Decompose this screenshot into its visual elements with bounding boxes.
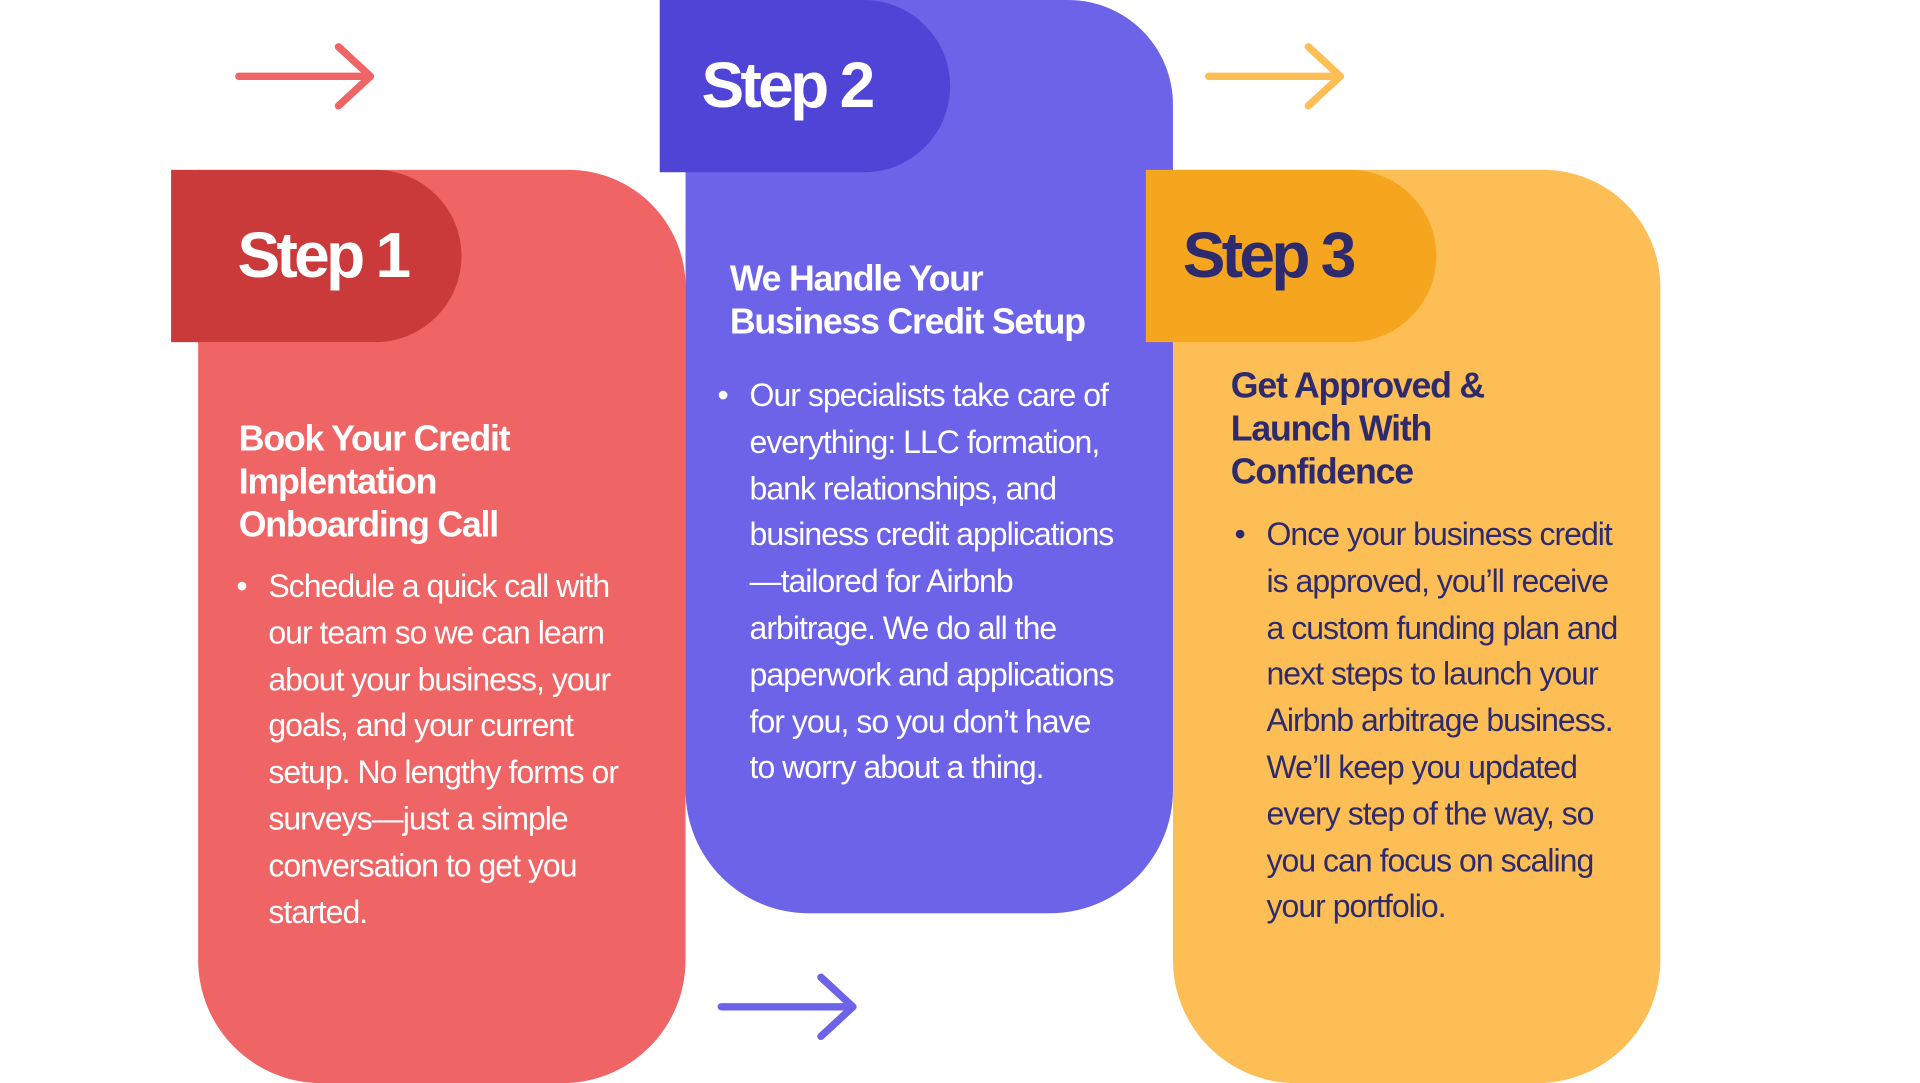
bullet: •: [236, 567, 247, 605]
step-2-body: • Our specialists take care of everything…: [718, 373, 1119, 792]
step-1-text: Schedule a quick call with our team so w…: [268, 567, 619, 930]
step-3-text: Once your business credit is approved, y…: [1266, 515, 1618, 925]
step-3-body: • Once your business credit is approved, …: [1234, 512, 1629, 931]
arrow-right-icon: [1204, 43, 1345, 110]
step-3-tab: Step 3: [1145, 169, 1437, 343]
arrow-right-icon: [717, 973, 857, 1041]
bullet: •: [717, 376, 729, 414]
step-1-body: • Schedule a quick call with our team so …: [236, 564, 637, 936]
step-3-heading: Get Approved & Launch With Confidence: [1230, 366, 1485, 493]
step-2-label: Step 2: [701, 50, 876, 122]
step-2-heading: We Handle Your Business Credit Setup: [729, 259, 1086, 343]
bullet: •: [1234, 515, 1245, 553]
arrow-right-icon: [235, 43, 375, 110]
step-1-label: Step 1: [237, 220, 412, 292]
step-2-text: Our specialists take care of everything:…: [749, 376, 1115, 786]
step-3-label: Step 3: [1182, 220, 1357, 292]
step-1-tab: Step 1: [171, 169, 462, 343]
step-2-tab: Step 2: [659, 0, 951, 173]
step-1-heading: Book Your Credit Implentation Onboarding…: [238, 419, 511, 546]
